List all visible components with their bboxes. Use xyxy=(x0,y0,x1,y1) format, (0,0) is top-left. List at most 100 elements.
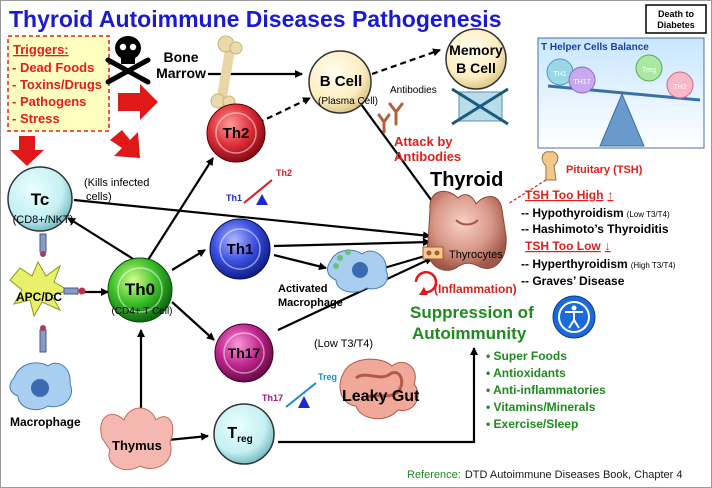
th1-label: Th1 xyxy=(227,241,254,258)
seesaw-treg-th17: Treg Th17 xyxy=(262,372,337,408)
arrow-th0-th17 xyxy=(171,301,215,341)
balance-title: T Helper Cells Balance xyxy=(541,42,649,53)
remedy-item: • Vitamins/Minerals xyxy=(486,400,596,414)
suppression-heading: Suppression of xyxy=(410,303,534,322)
thyroid-gland-icon xyxy=(426,190,507,271)
reference-note: Reference:DTD Autoimmune Diseases Book, … xyxy=(407,469,682,481)
th17-cell: Th17 xyxy=(214,323,274,383)
balance-cell-label: TH2 xyxy=(673,84,686,91)
attack-label: Attack by xyxy=(394,134,453,149)
thyrocytes-label: Thyrocytes xyxy=(449,249,503,261)
memory-b-cell: Memory B Cell xyxy=(445,28,507,90)
seesaw2-high-label: Treg xyxy=(318,372,337,382)
remedy-item: • Antioxidants xyxy=(486,366,566,380)
trigger-arrows xyxy=(10,84,158,166)
bone-marrow-label: Bone xyxy=(164,49,199,65)
macrophage-icon xyxy=(9,362,72,411)
th17-label: Th17 xyxy=(228,345,261,361)
tc-sublabel: (CD8+/NKT) xyxy=(13,214,74,226)
balance-cell-label: Treg xyxy=(642,67,656,74)
antibodies-label: Antibodies xyxy=(390,85,437,96)
inflammation-label: (Inflammation) xyxy=(434,282,517,296)
macrophage-label: Macrophage xyxy=(10,415,81,429)
thymus-icon xyxy=(100,407,174,471)
balance-cell-label: TH1 xyxy=(553,71,566,78)
trigger-item: - Dead Foods xyxy=(12,60,94,75)
antibody-icon xyxy=(377,102,404,134)
tc-cell: Tc (CD8+/NKT) xyxy=(7,166,74,232)
trigger-item: - Stress xyxy=(12,111,60,126)
thymus-label: Thymus xyxy=(112,438,162,453)
tc-note: cells) xyxy=(86,191,112,203)
apc-label: APC/DC xyxy=(16,290,62,304)
thyroid-label: Thyroid xyxy=(430,169,503,191)
th2-label: Th2 xyxy=(223,125,250,142)
th0-label: Th0 xyxy=(125,280,155,299)
page-title: Thyroid Autoimmune Diseases Pathogenesis xyxy=(9,6,502,32)
red-arrow-down-icon xyxy=(10,136,44,166)
treg-cell: Treg xyxy=(213,403,275,465)
activated-macrophage-icon xyxy=(327,249,388,293)
arrow-th0-th1 xyxy=(171,249,206,271)
red-arrow-diagonal-icon xyxy=(110,130,140,158)
th0-sublabel: (CD4+ T Cell) xyxy=(111,306,172,317)
triggers-box: Triggers: - Dead Foods - Toxins/Drugs - … xyxy=(7,35,110,132)
b-cell-label: B Cell xyxy=(320,73,363,90)
hypothyroidism-label: -- Hypothyroidism(Low T3/T4) xyxy=(521,206,670,220)
th1-cell: Th1 xyxy=(209,218,271,280)
low-t3t4-note: (Low T3/T4) xyxy=(314,338,373,350)
dendritic-cell-icon xyxy=(9,233,86,353)
arrow-thymus-treg xyxy=(167,432,209,442)
hyperthyroidism-label: -- Hyperthyroidism(High T3/T4) xyxy=(521,257,676,271)
inflammation-cycle-icon xyxy=(414,270,438,295)
tsh-low-label: TSH Too Low↓ xyxy=(525,239,611,253)
skull-crossbones-icon xyxy=(105,36,151,85)
remedy-item: • Super Foods xyxy=(486,349,567,363)
t-helper-balance-panel: T Helper Cells Balance TH1 Treg TH17 TH2 xyxy=(537,37,705,149)
accessibility-icon xyxy=(552,295,596,339)
trigger-item: - Pathogens xyxy=(12,94,86,109)
hashimoto-label: -- Hashimoto’s Thyroiditis xyxy=(521,222,669,236)
arrow-tc-thyroid xyxy=(73,198,431,240)
arrow-th1-thyroid xyxy=(273,238,431,248)
balance-cell-label: TH17 xyxy=(573,79,590,86)
remedies-list: • Super Foods • Antioxidants • Anti-infl… xyxy=(486,349,606,431)
seesaw-th2-th1: Th2 Th1 xyxy=(226,168,292,205)
badge-line1: Death to xyxy=(658,9,695,19)
arrow-th0-tc xyxy=(67,217,139,263)
arrow-th1-macrophage xyxy=(273,253,327,271)
arrow-treg-suppression xyxy=(278,347,478,444)
b-cell-sublabel: (Plasma Cell) xyxy=(318,96,378,107)
pituitary-icon xyxy=(541,151,559,181)
arrow-th0-th2 xyxy=(147,157,214,261)
th2-cell: Th2 xyxy=(206,103,266,163)
pituitary-label: Pituitary (TSH) xyxy=(566,164,643,176)
seesaw1-low-label: Th1 xyxy=(226,193,242,203)
arrow-bcell-memory xyxy=(371,48,441,76)
leaky-gut-label: Leaky Gut xyxy=(342,388,420,405)
leaky-gut-icon xyxy=(339,358,419,420)
b-cell: B Cell (Plasma Cell) xyxy=(308,50,378,114)
remedy-item: • Exercise/Sleep xyxy=(486,417,578,431)
memory-b-cell-label: Memory xyxy=(449,42,503,58)
memory-b-cell-label: B Cell xyxy=(456,60,496,76)
seesaw1-high-label: Th2 xyxy=(276,168,292,178)
tsh-high-label: TSH Too High↑ xyxy=(525,188,613,202)
suppression-heading: Autoimmunity xyxy=(412,324,527,343)
blocked-icon xyxy=(451,87,509,126)
trigger-item: - Toxins/Drugs xyxy=(12,77,102,92)
activated-macrophage-label: Macrophage xyxy=(278,297,343,309)
treg-label: Treg xyxy=(227,425,252,445)
seesaw2-low-label: Th17 xyxy=(262,393,283,403)
bone-marrow-label: Marrow xyxy=(156,65,206,81)
graves-label: -- Graves’ Disease xyxy=(521,274,625,288)
badge-line2: Diabetes xyxy=(657,20,695,30)
activated-macrophage-label: Activated xyxy=(278,283,328,295)
tc-label: Tc xyxy=(31,190,50,209)
arrow-th17-thyroid xyxy=(277,257,433,331)
red-arrow-right-icon xyxy=(118,84,158,120)
th0-cell: Th0 (CD4+ T Cell) xyxy=(107,257,173,323)
arrow-bcell-thyroid xyxy=(357,99,441,213)
triggers-heading: Triggers: xyxy=(13,42,69,57)
